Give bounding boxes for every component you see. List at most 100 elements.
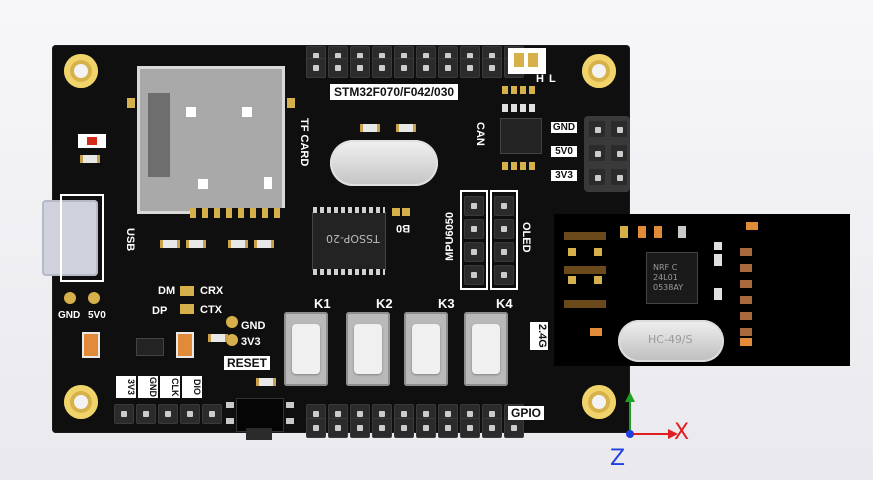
small-3v3-pad[interactable] xyxy=(226,334,238,346)
axis-z-label: Z xyxy=(610,446,626,471)
regulator xyxy=(136,338,164,356)
led xyxy=(78,134,106,148)
axis-x-label: X xyxy=(674,420,690,445)
b0-pad-2[interactable] xyxy=(402,208,410,216)
oled-header-outline xyxy=(490,190,518,290)
b0-label: B0 xyxy=(396,222,411,234)
power-label-5v0: 5V0 xyxy=(551,146,577,157)
axis-x-arrow xyxy=(668,429,678,439)
gnd-pad[interactable] xyxy=(64,292,76,304)
mounting-hole-bottom-right xyxy=(582,385,616,419)
key-k2-button[interactable] xyxy=(346,312,390,386)
b0-pad[interactable] xyxy=(392,208,400,216)
tf-card-label: TF CARD xyxy=(298,118,310,167)
debug-pin-label: 3V3 xyxy=(116,376,136,398)
key-k1-button[interactable] xyxy=(284,312,328,386)
key-k4-button[interactable] xyxy=(464,312,508,386)
tantalum-capacitor xyxy=(82,332,100,358)
chip-line: 24L01 xyxy=(653,273,678,282)
power-pin-header[interactable] xyxy=(584,116,630,192)
pad xyxy=(226,402,234,408)
key-k3-button[interactable] xyxy=(404,312,448,386)
key-k4-label: K4 xyxy=(496,296,513,311)
power-label-gnd: GND xyxy=(551,122,577,133)
pad xyxy=(226,418,234,424)
pad xyxy=(286,418,294,424)
5v0-pad-label: 5V0 xyxy=(88,310,106,321)
capacitor xyxy=(254,240,274,248)
inductor xyxy=(236,398,284,432)
reset-resistor xyxy=(256,378,276,386)
nrf24l01-chip: NRF C 24L01 0538AY xyxy=(646,252,698,304)
mounting-hole-top-left xyxy=(64,54,98,88)
chip-line: NRF C xyxy=(653,263,678,272)
capacitor xyxy=(228,240,248,248)
oled-header[interactable] xyxy=(494,196,514,285)
small-3v3-label: 3V3 xyxy=(241,336,261,348)
tf-card-slot[interactable] xyxy=(137,66,285,214)
mpu6050-header-outline xyxy=(460,190,488,290)
dm-label: DM xyxy=(158,285,176,297)
usb-outline xyxy=(60,194,104,282)
debug-pin-label: CLK xyxy=(160,376,180,398)
jumper-l-label: L xyxy=(549,73,556,85)
crx-label: CRX xyxy=(200,285,224,297)
key-k1-label: K1 xyxy=(314,296,331,311)
rf-label: 2.4G xyxy=(530,322,548,350)
mpu6050-label: MPU6050 xyxy=(444,212,456,261)
mounting-hole-top-right xyxy=(582,54,616,88)
mpu6050-header[interactable] xyxy=(464,196,484,285)
capacitor xyxy=(396,124,416,132)
chip-line: 0538AY xyxy=(653,283,684,292)
debug-header-pins[interactable] xyxy=(114,404,222,424)
tssop-label: TSSOP-20 xyxy=(326,232,380,245)
axis-z-origin xyxy=(626,430,634,438)
tantalum-capacitor xyxy=(176,332,194,358)
capacitor xyxy=(160,240,180,248)
dp-pad[interactable] xyxy=(180,304,194,314)
pad xyxy=(287,98,295,108)
gpio-header-row-2 xyxy=(306,418,524,438)
5v0-pad[interactable] xyxy=(88,292,100,304)
tssop-chip xyxy=(312,207,386,275)
pad xyxy=(127,98,135,108)
debug-pin-label: DIO xyxy=(182,376,202,398)
jumper-h-label: H xyxy=(536,73,544,85)
small-gnd-label: GND xyxy=(241,320,266,332)
debug-pin-label: GND xyxy=(138,376,158,398)
smd-row xyxy=(502,86,536,94)
tf-card-pins xyxy=(190,208,286,218)
gpio-label: GPIO xyxy=(508,406,545,420)
smd-row xyxy=(502,162,536,170)
axis-gizmo xyxy=(625,392,678,439)
smd-row xyxy=(502,104,536,112)
can-label: CAN xyxy=(474,122,486,146)
dm-pad[interactable] xyxy=(180,286,194,296)
debug-header[interactable]: 3V3 GND CLK DIO xyxy=(116,376,202,398)
inductor-tab xyxy=(246,428,272,440)
hl-jumper[interactable] xyxy=(508,48,546,74)
resistor xyxy=(208,334,228,342)
usb-label: USB xyxy=(124,228,136,252)
capacitor xyxy=(186,240,206,248)
ctx-label: CTX xyxy=(200,304,222,316)
resistor xyxy=(80,155,100,163)
mounting-hole-bottom-left xyxy=(64,385,98,419)
oled-label: OLED xyxy=(520,222,532,253)
rf-crystal-label: HC-49/S xyxy=(648,333,693,346)
usb-connector[interactable] xyxy=(42,200,98,276)
mcu-label: STM32F070/F042/030 xyxy=(330,84,459,100)
reset-label: RESET xyxy=(224,356,271,370)
key-k3-label: K3 xyxy=(438,296,455,311)
dp-label: DP xyxy=(152,305,168,317)
can-transceiver xyxy=(500,118,542,154)
gnd-pad-label: GND xyxy=(58,310,81,321)
pad xyxy=(286,402,294,408)
nrf24l01-module xyxy=(554,214,850,366)
rf-crystal: HC-49/S xyxy=(618,320,724,362)
small-gnd-pad[interactable] xyxy=(226,316,238,328)
crystal-oscillator xyxy=(330,140,438,186)
top-pin-header-row-2 xyxy=(306,58,524,78)
key-k2-label: K2 xyxy=(376,296,393,311)
capacitor xyxy=(360,124,380,132)
